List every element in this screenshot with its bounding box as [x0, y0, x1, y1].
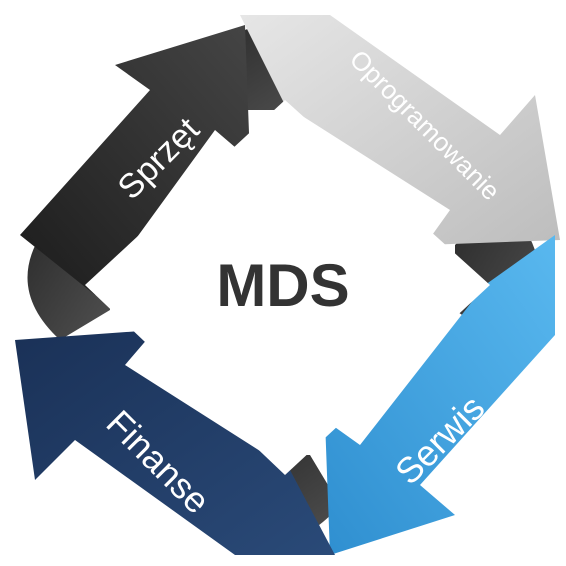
segment-serwis [325, 235, 555, 555]
segment-oprogramowanie [240, 15, 560, 245]
oprogramowanie-band [240, 15, 560, 245]
segment-sprzet [20, 25, 250, 295]
center-title: MDS [216, 252, 349, 319]
segment-finanse [15, 330, 335, 555]
center-diamond [85, 100, 490, 475]
finanse-band [15, 330, 335, 555]
serwis-band [325, 235, 555, 555]
sprzet-band [20, 25, 250, 295]
